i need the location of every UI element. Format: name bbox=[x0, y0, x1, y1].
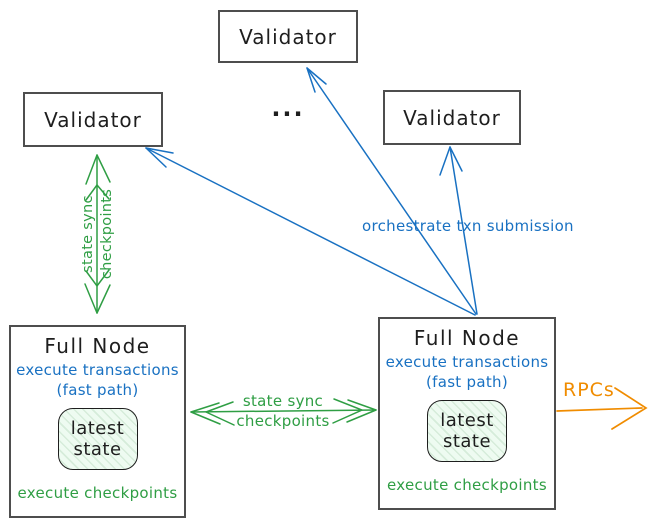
vertical-state-sync-label: state sync checkpoints bbox=[80, 188, 115, 280]
horizontal-state-sync-label: state sync checkpoints bbox=[236, 392, 330, 430]
latest-state-box-left: latest state bbox=[57, 408, 138, 470]
orchestrate-txn-submission-label: orchestrate txn submission bbox=[362, 217, 574, 235]
green-horizontal-sync-arrow bbox=[190, 398, 377, 426]
validator-right-label: Validator bbox=[403, 105, 501, 130]
full-node-box-left: Full Node execute transactions (fast pat… bbox=[9, 325, 186, 518]
rpcs-label: RPCs bbox=[563, 379, 615, 401]
validator-top-label: Validator bbox=[239, 24, 337, 49]
blue-arrow-to-right-validator bbox=[439, 146, 478, 315]
validator-left-label: Validator bbox=[44, 107, 142, 132]
green-vertical-sync-arrow bbox=[84, 154, 111, 314]
full-node-right-exec-transactions: execute transactions bbox=[385, 353, 549, 371]
full-node-right-exec-checkpoints: execute checkpoints bbox=[387, 476, 547, 494]
full-node-box-right: Full Node execute transactions (fast pat… bbox=[378, 317, 556, 510]
blue-arrow-to-top-validator bbox=[306, 67, 477, 315]
full-node-left-fast-path: (fast path) bbox=[56, 381, 139, 399]
validator-box-top: Validator bbox=[218, 10, 358, 63]
latest-state-box-right: latest state bbox=[427, 400, 507, 462]
full-node-left-title: Full Node bbox=[44, 334, 151, 358]
validator-box-right: Validator bbox=[383, 90, 521, 145]
full-node-right-title: Full Node bbox=[413, 326, 521, 350]
blue-arrow-to-left-validator bbox=[145, 147, 476, 316]
full-node-left-exec-checkpoints: execute checkpoints bbox=[17, 484, 178, 502]
full-node-right-fast-path: (fast path) bbox=[425, 373, 509, 391]
validators-ellipsis: ... bbox=[271, 94, 305, 122]
validator-box-left: Validator bbox=[23, 92, 163, 147]
full-node-left-exec-transactions: execute transactions bbox=[16, 361, 179, 379]
orange-rpc-arrow bbox=[556, 387, 648, 430]
